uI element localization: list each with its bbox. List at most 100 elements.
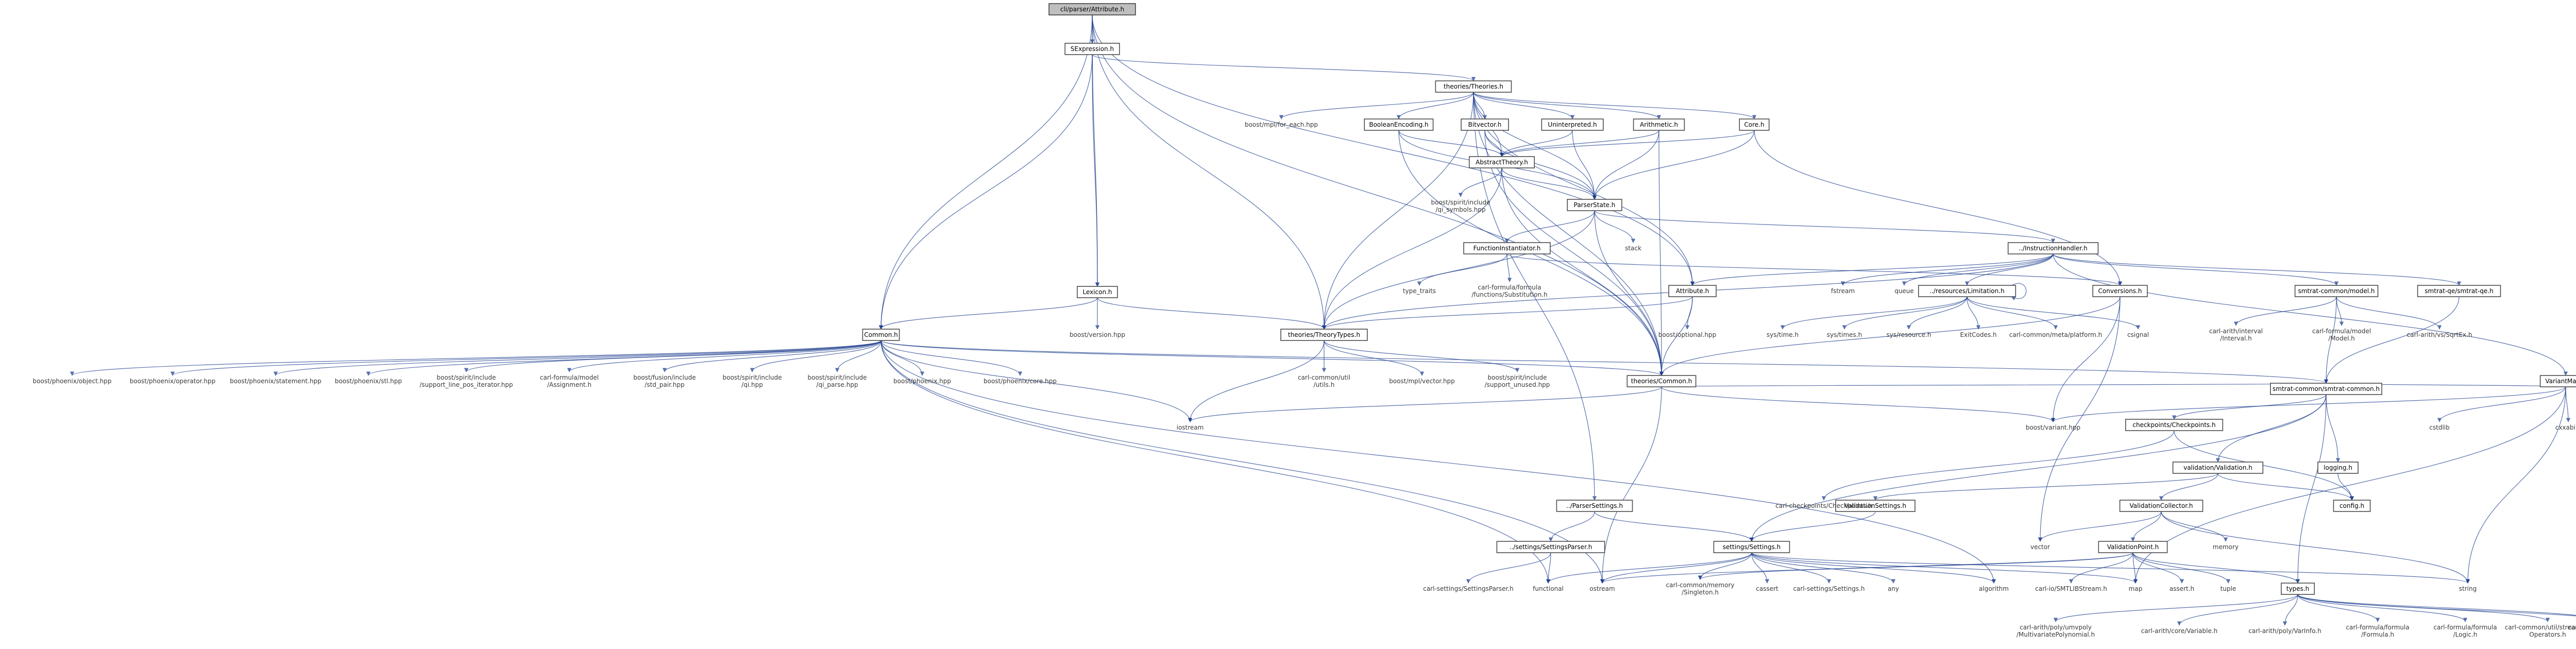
node-ostream: ostream	[1589, 585, 1615, 592]
node-uninterp[interactable]: Uninterpreted.h	[1541, 118, 1604, 131]
node-label: boost/spirit/include/qi_symbols.hpp	[1431, 199, 1490, 213]
node-box	[2007, 242, 2099, 254]
edge-layer	[70, 14, 2576, 626]
node-box	[2119, 500, 2204, 512]
edge-theories-to-mplforeach	[1279, 92, 1474, 119]
node-variantmap[interactable]: VariantMap.h	[2539, 375, 2576, 387]
edge-smtratcommon-to-types	[2295, 394, 2327, 584]
node-label: string	[2459, 585, 2477, 592]
edge-boolenc-to-abstract	[1398, 130, 1504, 157]
node-attr[interactable]: cli/parser/Attribute.h	[1048, 3, 1136, 15]
edge-theories-to-uninterp	[1473, 92, 1575, 119]
node-lexicon[interactable]: Lexicon.h	[1077, 286, 1118, 298]
edge-valsettings-to-settingssettings	[1749, 511, 1876, 542]
node-label: fstream	[1831, 287, 1855, 295]
node-box	[1835, 500, 1916, 512]
node-checkpoints[interactable]: checkpoints/Checkpoints.h	[2125, 419, 2224, 431]
node-arith[interactable]: Arithmetic.h	[1633, 118, 1685, 131]
node-boolenc[interactable]: BooleanEncoding.h	[1364, 118, 1434, 131]
node-label: map	[2129, 585, 2143, 592]
node-funcinst[interactable]: FunctionInstantiator.h	[1463, 242, 1551, 254]
node-carlsettingsparser: carl-settings/SettingsParser.h	[1423, 585, 1514, 592]
edge-theories-to-thcommon	[1473, 92, 1664, 376]
node-carlcheckpoints: carl-checkpoints/Checkpoints.h	[1775, 502, 1872, 509]
node-settingssettings[interactable]: settings/Settings.h	[1713, 541, 1790, 553]
edge-theorytypes-to-supportunused	[1324, 340, 1520, 372]
node-functional: functional	[1533, 585, 1564, 592]
edge-conversions-to-vector	[2038, 296, 2121, 542]
node-conversions[interactable]: Conversions.h	[2092, 285, 2148, 297]
node-label: ParserState.h	[1574, 201, 1616, 209]
node-systime: sys/time.h	[1767, 331, 1799, 338]
node-smtratcommon[interactable]: smtrat-common/smtrat-common.h	[2270, 383, 2382, 395]
edge-reslim-to-systime	[1780, 296, 1968, 330]
edge-reslim-to-systimes	[1842, 296, 1968, 330]
node-box	[1435, 80, 1512, 93]
node-smtratmodel[interactable]: smtrat-common/model.h	[2294, 285, 2379, 297]
node-label: FunctionInstantiator.h	[1473, 245, 1541, 252]
edge-types-to-logic	[2297, 594, 2468, 622]
edge-reslim-to-reslim	[2011, 283, 2027, 301]
node-theorytypes[interactable]: theories/TheoryTypes.h	[1280, 329, 1368, 341]
node-reslim[interactable]: ../resources/Limitation.h	[1918, 285, 2016, 297]
edge-logging-to-config	[2337, 473, 2354, 501]
node-label: assert.h	[2170, 585, 2194, 592]
node-validation[interactable]: validation/Validation.h	[2172, 462, 2264, 474]
node-systimes: sys/times.h	[1827, 331, 1862, 338]
node-box	[1064, 43, 1120, 55]
edge-core-to-abstract	[1499, 130, 1755, 157]
node-label: carl-arith/poly/VarInfo.h	[2248, 627, 2321, 635]
node-sysresource: sys/resource.h	[1887, 331, 1931, 338]
edge-arith-to-parserstate	[1592, 130, 1659, 200]
node-formula: carl-formula/formula/Formula.h	[2346, 624, 2409, 638]
node-label: BooleanEncoding.h	[1369, 121, 1428, 128]
node-qihpp: boost/spirit/include/qi.hpp	[723, 374, 782, 388]
node-boostvariant: boost/variant.hpp	[2026, 424, 2080, 431]
node-insthandler[interactable]: ../InstructionHandler.h	[2007, 242, 2099, 254]
node-label: carl-checkpoints/Checkpoints.h	[1775, 502, 1872, 509]
node-types[interactable]: types.h	[2281, 583, 2315, 595]
node-parsersettings[interactable]: ../ParserSettings.h	[1556, 500, 1633, 512]
node-abstract[interactable]: AbstractTheory.h	[1469, 156, 1535, 168]
node-sexpr[interactable]: SExpression.h	[1064, 43, 1120, 55]
node-carlsettings: carl-settings/Settings.h	[1793, 585, 1865, 592]
node-variable: carl-arith/core/Variable.h	[2141, 627, 2218, 635]
node-logging[interactable]: logging.h	[2317, 462, 2359, 474]
node-common[interactable]: Common.h	[862, 329, 900, 341]
node-attrh[interactable]: Attribute.h	[1668, 285, 1717, 297]
node-parserstate[interactable]: ParserState.h	[1567, 199, 1622, 211]
edge-core-to-conversions	[1754, 130, 2123, 286]
edge-valcollector-to-vector	[2038, 511, 2162, 542]
node-phobject: boost/phoenix/object.hpp	[33, 378, 112, 385]
edge-insthandler-to-variantmap	[2053, 253, 2568, 376]
node-core[interactable]: Core.h	[1739, 118, 1770, 131]
edge-smtratcommon-to-logging	[2326, 394, 2341, 463]
edge-settingssettings-to-ostream	[1600, 552, 1752, 584]
edge-funcinst-to-typetraits	[1417, 253, 1507, 286]
edge-validation-to-valcollector	[2159, 473, 2218, 501]
node-label: checkpoints/Checkpoints.h	[2132, 421, 2215, 429]
node-valcollector[interactable]: ValidationCollector.h	[2119, 500, 2204, 512]
node-settingsparser[interactable]: ../settings/SettingsParser.h	[1496, 541, 1605, 553]
node-config[interactable]: config.h	[2333, 500, 2371, 512]
node-thcommon[interactable]: theories/Common.h	[1626, 375, 1697, 387]
node-label: boost/fusion/include/std_pair.hpp	[633, 374, 696, 388]
node-label: carl-formula/formula/functions/Substitut…	[1471, 284, 1547, 298]
edge-bitvector-to-parserstate	[1484, 130, 1597, 200]
node-label: boost/optional.hpp	[1658, 331, 1717, 338]
node-smtratqe[interactable]: smtrat-qe/smtrat-qe.h	[2417, 285, 2501, 297]
edge-theories-to-parsersettings	[1473, 92, 1597, 501]
node-bitvector[interactable]: Bitvector.h	[1461, 118, 1509, 131]
edge-common-to-phstatement	[274, 340, 882, 376]
edge-abstract-to-theorytypes	[1321, 167, 1502, 330]
node-carlutils: carl-common/util/utils.h	[1298, 374, 1350, 388]
node-valpoint[interactable]: ValidationPoint.h	[2098, 541, 2168, 553]
node-theories[interactable]: theories/Theories.h	[1435, 80, 1512, 93]
edge-attr-to-thcommon	[1092, 14, 1664, 376]
node-label: carl-arith/interval/Interval.h	[2209, 328, 2263, 342]
edge-attrh-to-theorytypes	[1321, 296, 1693, 330]
node-box	[1463, 242, 1551, 254]
node-valsettings[interactable]: ValidationSettings.h	[1835, 500, 1916, 512]
node-box	[2098, 541, 2168, 553]
